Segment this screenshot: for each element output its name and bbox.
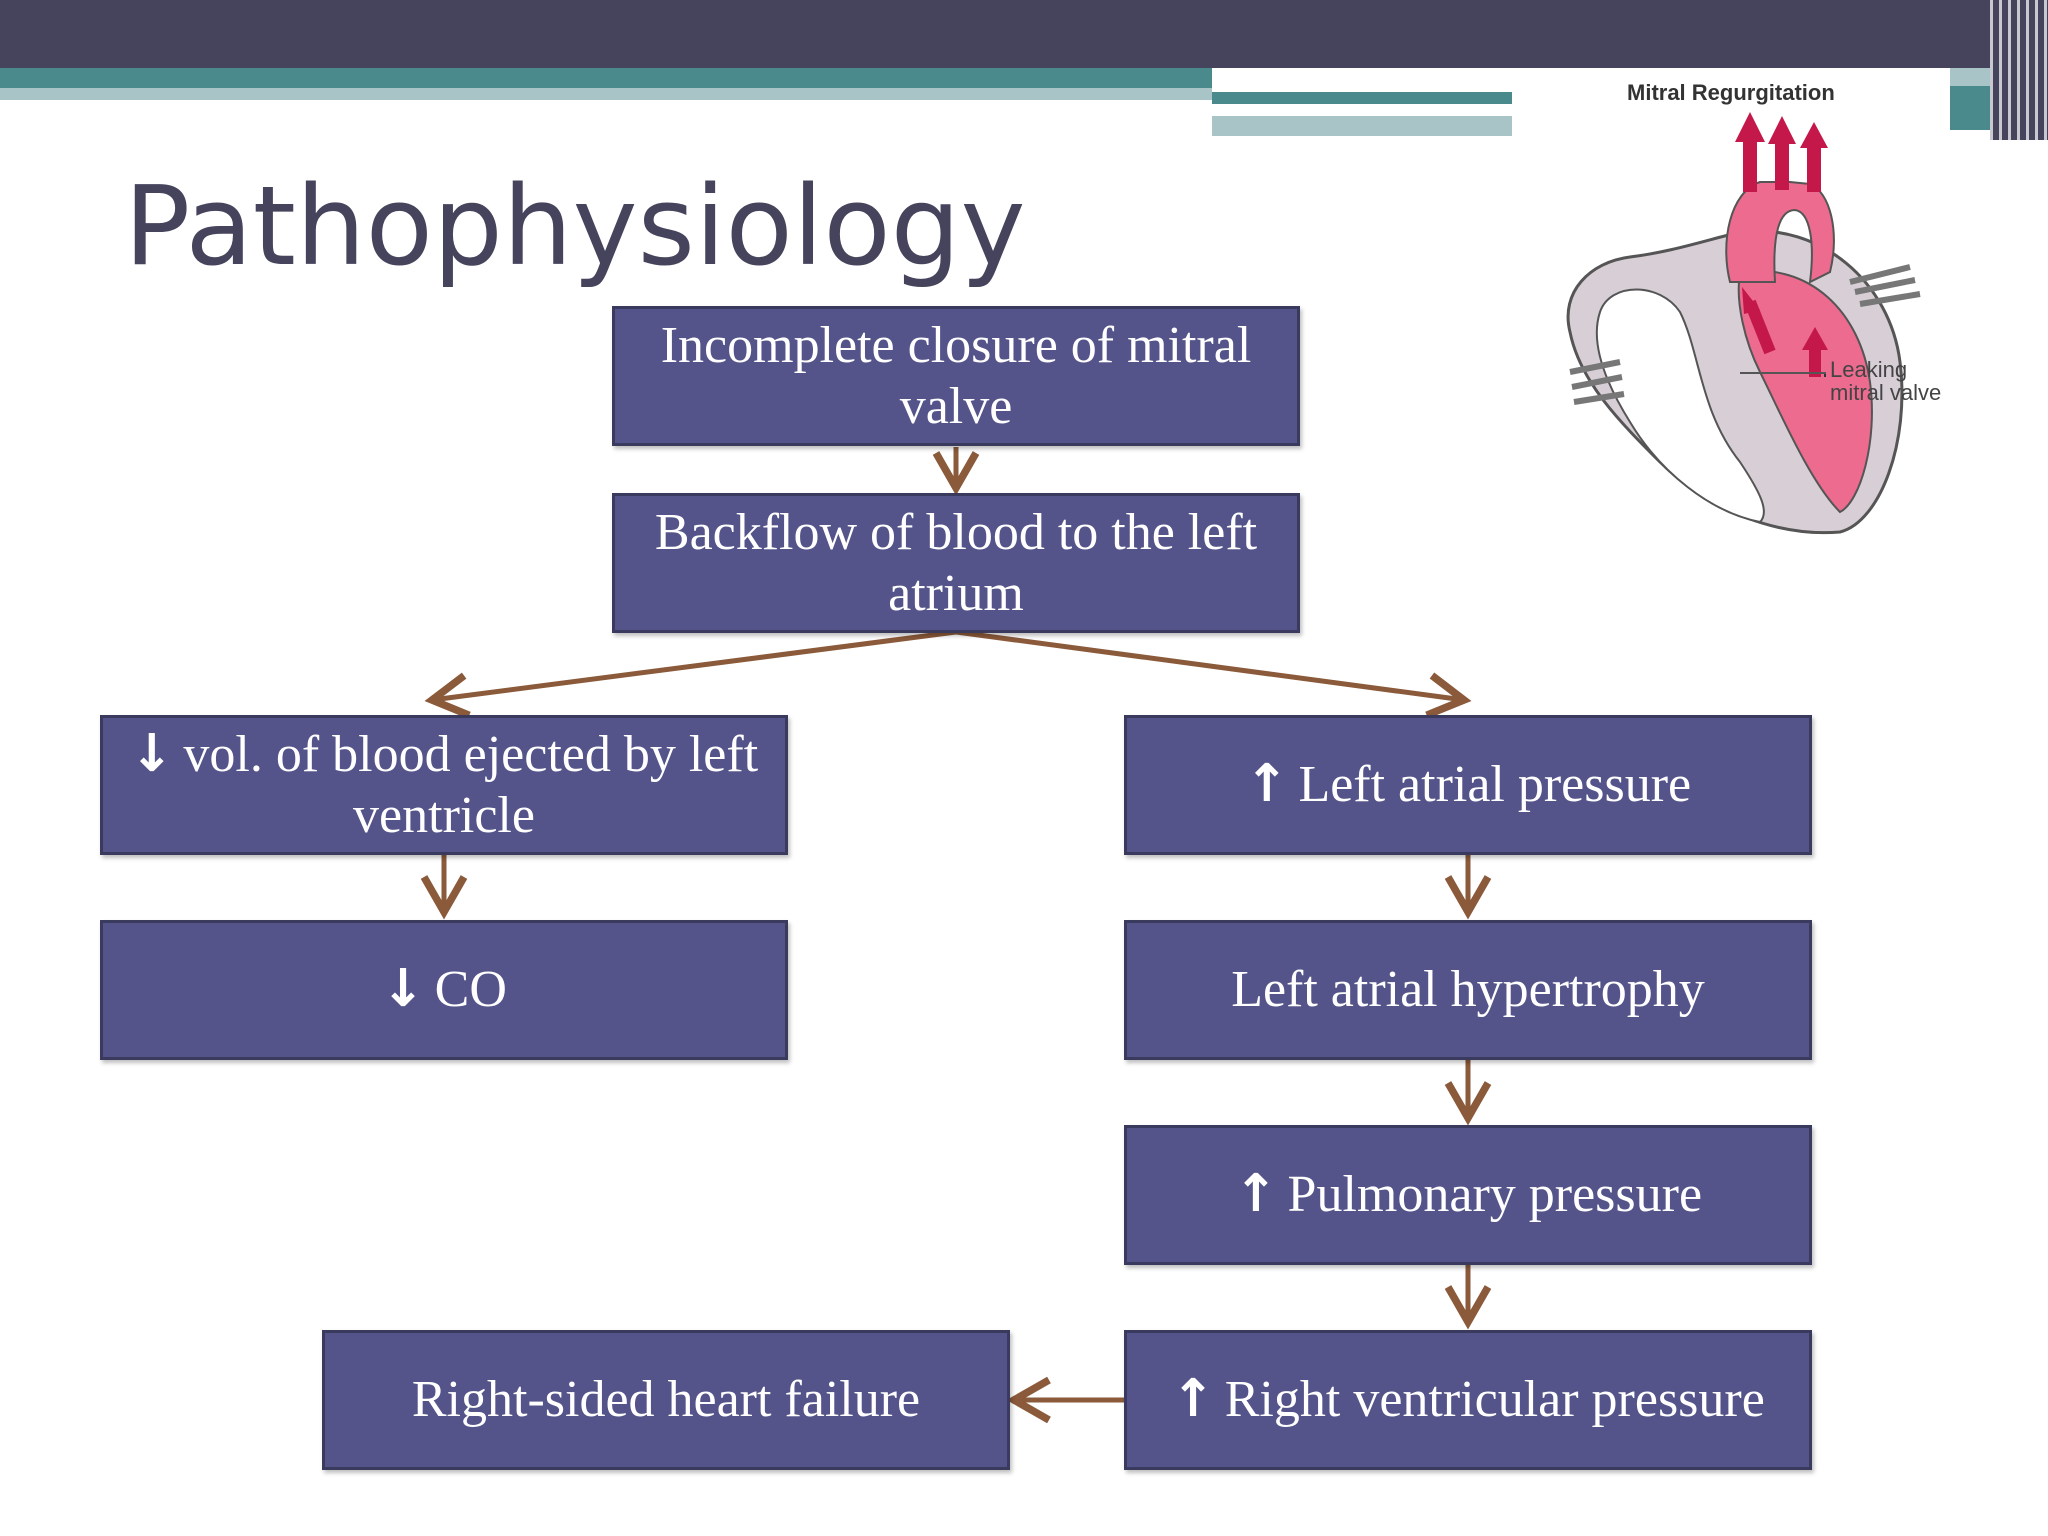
header-band-teal: [0, 68, 1212, 88]
connector-2-right: [955, 629, 1472, 719]
flow-box-decreased-volume-label: vol. of blood ejected by left ventricle: [183, 725, 759, 844]
flow-box-pulmonary-pressure-label: Pulmonary pressure: [1287, 1166, 1703, 1224]
flow-box-right-ventricular-pressure: ↑Right ventricular pressure: [1124, 1330, 1812, 1470]
up-arrow-icon: ↑: [1233, 1164, 1278, 1225]
flow-box-incomplete-closure-label: Incomplete closure of mitral valve: [660, 316, 1252, 435]
heart-diagram-icon: [1566, 112, 1921, 535]
flow-box-backflow: Backflow of blood to the left atrium: [612, 493, 1300, 633]
flow-box-backflow-label: Backflow of blood to the left atrium: [654, 503, 1258, 622]
flow-box-pulmonary-pressure: ↑Pulmonary pressure: [1124, 1125, 1812, 1265]
flow-box-left-atrial-hypertrophy-label: Left atrial hypertrophy: [1231, 961, 1705, 1019]
flow-box-left-atrial-hypertrophy: Left atrial hypertrophy: [1124, 920, 1812, 1060]
down-arrow-icon: ↓: [381, 959, 425, 1020]
header-bar: [0, 0, 2048, 68]
page-title: Pathophysiology: [124, 162, 1026, 290]
flow-box-decreased-volume: ↓vol. of blood ejected by left ventricle: [100, 715, 788, 855]
figure-label: Leaking mitral valve: [1830, 358, 1941, 404]
flow-box-right-sided-heart-failure: Right-sided heart failure: [322, 1330, 1010, 1470]
up-arrow-icon: ↑: [1244, 754, 1289, 815]
header-edge-lines: [1990, 0, 2048, 140]
figure-title: Mitral Regurgitation: [1627, 80, 1835, 105]
flow-box-left-atrial-pressure-label: Left atrial pressure: [1298, 756, 1692, 814]
flow-box-left-atrial-pressure: ↑Left atrial pressure: [1124, 715, 1812, 855]
figure-label-line1: Leaking: [1830, 357, 1908, 382]
figure-label-line2: mitral valve: [1830, 380, 1942, 406]
heart-diagram: [1510, 82, 1950, 542]
flow-box-right-ventricular-pressure-label: Right ventricular pressure: [1224, 1371, 1765, 1429]
down-arrow-icon: ↓: [129, 723, 174, 784]
flow-box-decreased-co-label: CO: [434, 961, 507, 1019]
up-arrow-icon: ↑: [1171, 1369, 1215, 1430]
flow-box-incomplete-closure: Incomplete closure of mitral valve: [612, 306, 1300, 446]
header-band-light: [0, 88, 1212, 100]
header-band-step: [1212, 92, 1512, 104]
flow-box-decreased-co: ↓CO: [100, 920, 788, 1060]
connector-2-left: [424, 629, 957, 719]
flow-box-right-sided-heart-failure-label: Right-sided heart failure: [411, 1371, 921, 1429]
header-band-step-light: [1212, 116, 1512, 136]
